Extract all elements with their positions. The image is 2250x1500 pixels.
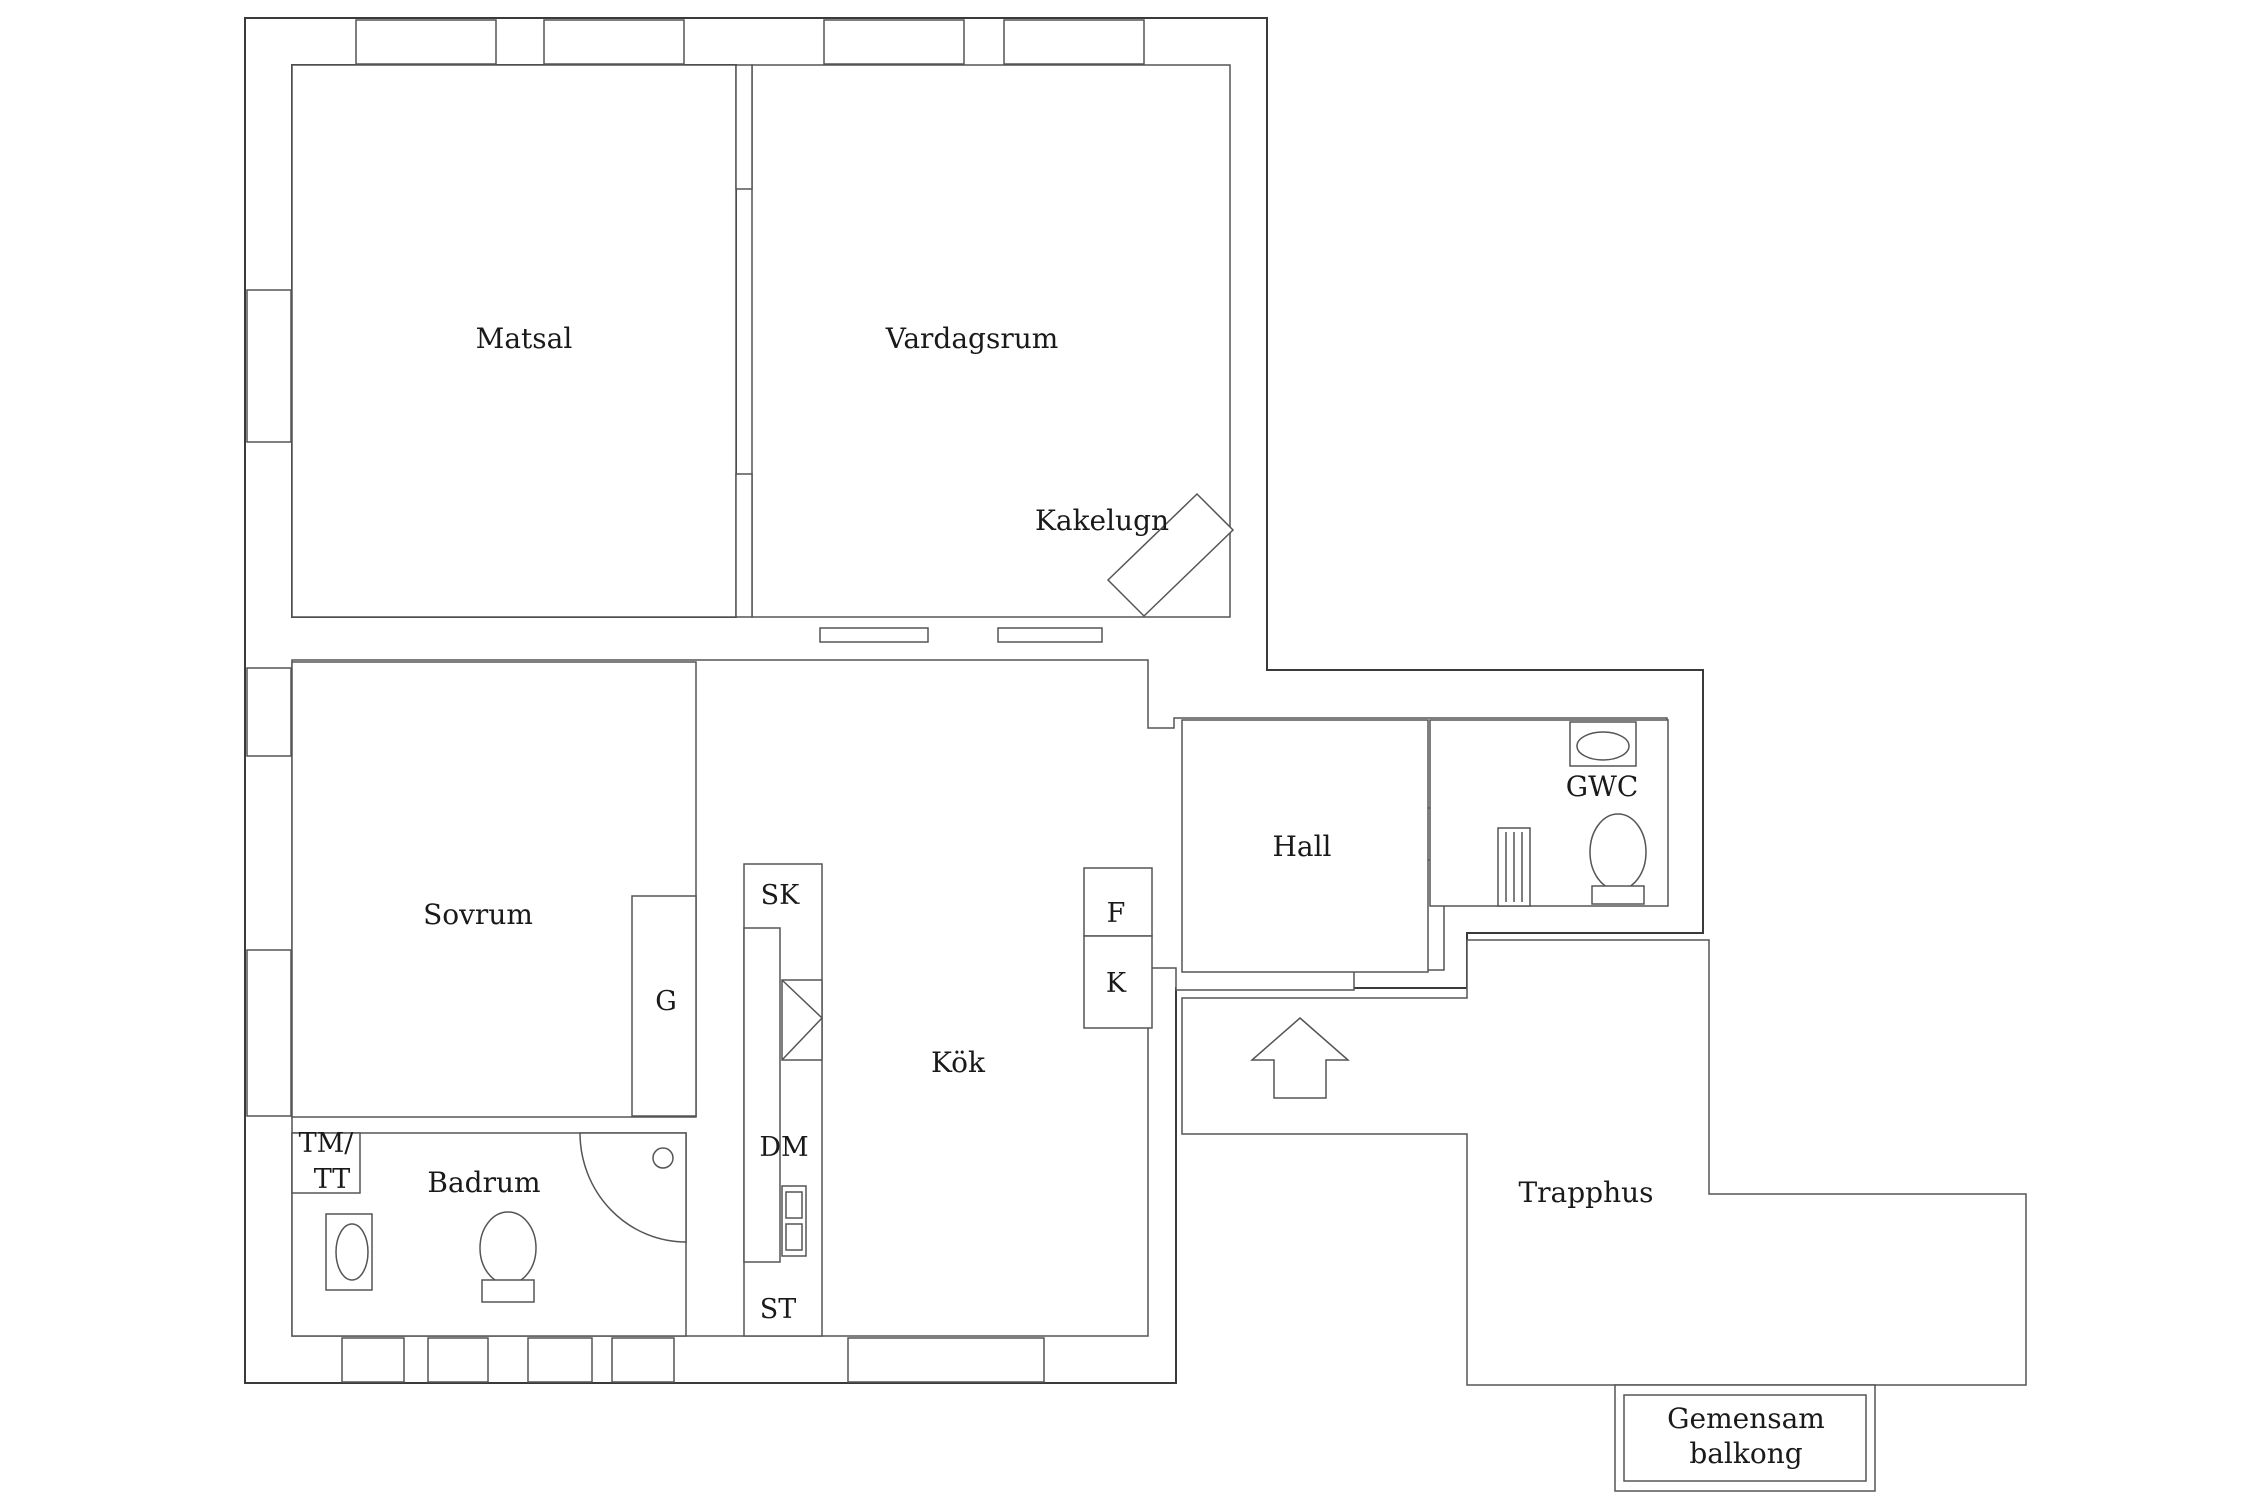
- window: [1003, 19, 1145, 65]
- label-kok: Kök: [931, 1046, 986, 1079]
- trapphus-area: [1181, 939, 2027, 1386]
- kitchen-counter-inner: [743, 927, 781, 1263]
- label-balkong-2: balkong: [1689, 1437, 1802, 1470]
- label-dm: DM: [759, 1132, 808, 1163]
- window: [847, 1337, 1045, 1383]
- window: [246, 289, 292, 443]
- label-trapphus: Trapphus: [1518, 1176, 1653, 1209]
- shower-icon: [579, 1132, 687, 1243]
- left-windows: [246, 289, 292, 1117]
- balkong-inner: [1623, 1394, 1867, 1482]
- matsal-vardagsrum-wall: [735, 64, 753, 190]
- window: [543, 19, 685, 65]
- shower-drain: [652, 1147, 674, 1169]
- tmtt-closet: [291, 1132, 361, 1194]
- window: [823, 19, 965, 65]
- sink-icon: [1569, 721, 1637, 767]
- label-tm: TM/: [299, 1128, 355, 1159]
- toilet-icon: [479, 1211, 537, 1285]
- window: [246, 667, 292, 757]
- label-kakelugn: Kakelugn: [1035, 504, 1169, 537]
- freezer-k: [1083, 935, 1153, 1029]
- entrance-arrow-icon: [1250, 1017, 1350, 1099]
- sink-bowl: [1576, 731, 1630, 761]
- kitchen-sink-bowl-b: [785, 1223, 803, 1251]
- top-windows: [355, 19, 1145, 65]
- hall-room: [1181, 719, 1429, 973]
- label-hall: Hall: [1272, 830, 1331, 863]
- label-gwc: GWC: [1566, 770, 1639, 803]
- label-sovrum: Sovrum: [423, 898, 533, 931]
- label-g: G: [655, 986, 677, 1017]
- radiator-fins: [1505, 832, 1523, 902]
- sink-icon: [325, 1213, 373, 1291]
- vardagsrum-room: [751, 64, 1231, 618]
- label-sk: SK: [761, 880, 800, 911]
- toilet-icon: [1589, 813, 1647, 891]
- label-badrum: Badrum: [427, 1166, 540, 1199]
- label-matsal: Matsal: [476, 322, 573, 355]
- door-threshold-1: [819, 627, 929, 643]
- toilet-tank: [481, 1279, 535, 1303]
- toilet-tank: [1591, 885, 1645, 905]
- label-vardagsrum: Vardagsrum: [885, 322, 1059, 355]
- bottom-windows: [341, 1337, 1045, 1383]
- window: [355, 19, 497, 65]
- window: [611, 1337, 675, 1383]
- label-balkong-1: Gemensam: [1667, 1402, 1825, 1435]
- wardrobe-g: [631, 895, 697, 1117]
- kakelugn-icon: [1106, 492, 1235, 618]
- window: [527, 1337, 593, 1383]
- label-st: ST: [760, 1294, 797, 1325]
- door-threshold-2: [997, 627, 1103, 643]
- window: [246, 949, 292, 1117]
- kitchen-sink-bowl-a: [785, 1191, 803, 1219]
- label-f: F: [1107, 898, 1126, 929]
- sink-bowl: [335, 1223, 369, 1281]
- window: [341, 1337, 405, 1383]
- label-tt: TT: [314, 1164, 351, 1195]
- sovrum-room: [291, 661, 697, 1118]
- window: [427, 1337, 489, 1383]
- label-k: K: [1106, 968, 1127, 999]
- matsal-room: [291, 64, 737, 618]
- stove-cross: [781, 979, 823, 1061]
- matsal-vardagsrum-wall-lower: [735, 473, 753, 618]
- stove-icon: [781, 979, 823, 1061]
